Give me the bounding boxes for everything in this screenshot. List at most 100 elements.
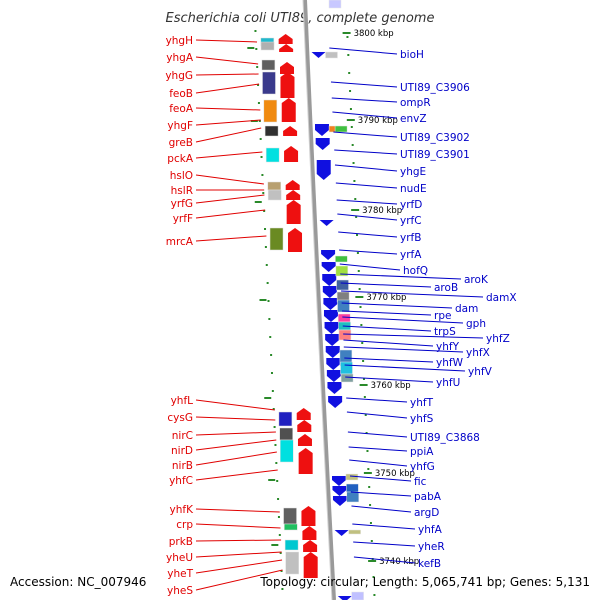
reverse-gene-arrow xyxy=(280,72,295,98)
track-dot xyxy=(362,360,365,362)
forward-gene-arrow xyxy=(332,476,347,486)
leader-line xyxy=(348,446,408,452)
gene-features xyxy=(260,0,364,600)
forward-gene-arrow xyxy=(328,396,343,408)
gene-label-hslR: hslR xyxy=(171,185,193,197)
right-gene-labels: bioHUTI89_C3906ompRenvZUTI89_C3902UTI89_… xyxy=(400,49,517,570)
track-dot xyxy=(365,432,368,434)
forward-gene-arrow xyxy=(321,250,336,260)
gene-label-yhfT: yhfT xyxy=(410,397,434,409)
track-dot xyxy=(349,108,352,110)
reverse-gene-arrow xyxy=(303,540,318,552)
gene-label-prkB: prkB xyxy=(169,536,193,548)
track-dot xyxy=(260,156,263,158)
leader-line xyxy=(333,131,398,138)
reverse-gene-arrow xyxy=(285,180,300,190)
leader-line xyxy=(345,376,434,383)
track-dot xyxy=(370,540,373,542)
forward-gene-arrow xyxy=(325,334,340,346)
track-dot xyxy=(369,522,372,524)
forward-gene-arrow xyxy=(314,124,329,136)
forward-gene-arrow xyxy=(332,496,347,506)
gene-label-yhfL: yhfL xyxy=(171,395,194,407)
label-leaders xyxy=(195,39,484,591)
leader-line xyxy=(342,316,464,324)
gene-label-yhfG: yhfG xyxy=(410,461,435,473)
leader-line xyxy=(332,111,398,119)
track-dot xyxy=(257,84,260,86)
gene-label-yhfA: yhfA xyxy=(418,524,443,536)
cds-block xyxy=(280,439,294,463)
forward-gene-arrow xyxy=(322,274,337,286)
reverse-gene-arrow xyxy=(298,448,313,474)
gene-label-yrfC: yrfC xyxy=(400,215,422,227)
leader-line xyxy=(334,164,398,172)
gene-label-crp: crp xyxy=(176,519,193,531)
gene-label-dam: dam xyxy=(455,303,478,315)
leader-line xyxy=(349,459,408,467)
track-dot xyxy=(353,180,356,182)
leader-line xyxy=(338,231,398,238)
gene-label-yrfG: yrfG xyxy=(171,198,193,210)
track-dot xyxy=(261,174,264,176)
gene-label-pabA: pabA xyxy=(414,491,442,503)
gene-label-yhfK: yhfK xyxy=(170,504,195,516)
track-dot xyxy=(350,126,353,128)
track-dot xyxy=(272,408,275,410)
cds-block xyxy=(278,411,293,427)
gene-label-rpe: rpe xyxy=(434,310,451,322)
gene-label-nirD: nirD xyxy=(171,445,193,457)
gene-label-hslO: hslO xyxy=(170,170,193,182)
cds-block xyxy=(340,373,354,383)
gene-label-feoA: feoA xyxy=(169,103,194,115)
gene-label-yhgH: yhgH xyxy=(166,35,193,47)
gene-label-yhfX: yhfX xyxy=(466,347,490,359)
forward-gene-arrow xyxy=(322,286,337,298)
cds-block xyxy=(351,591,364,600)
leader-line xyxy=(195,399,275,411)
gene-label-yrfA: yrfA xyxy=(400,249,422,261)
track-dot xyxy=(368,486,371,488)
track-dot xyxy=(262,192,265,194)
scale-tick-label: 3760 kbp xyxy=(371,381,411,391)
gene-label-yheT: yheT xyxy=(167,568,193,580)
cds-block xyxy=(279,427,293,441)
leader-line xyxy=(342,325,432,332)
track-dot xyxy=(355,216,358,218)
leader-line xyxy=(195,559,283,574)
track-dot xyxy=(263,210,266,212)
leader-line xyxy=(195,174,264,185)
track-dot xyxy=(372,576,375,578)
leader-line xyxy=(195,551,282,558)
forward-gene-arrow xyxy=(337,596,352,600)
scale-tick-label: 3790 kbp xyxy=(358,116,398,126)
leader-line xyxy=(341,302,453,309)
gene-label-aroB: aroB xyxy=(434,282,458,294)
forward-gene-arrow xyxy=(327,382,342,394)
cds-block xyxy=(261,59,276,71)
reverse-gene-arrow xyxy=(286,200,301,224)
scale-tick-label: 3800 kbp xyxy=(354,29,394,39)
forward-gene-arrow xyxy=(316,160,331,180)
gene-label-nirB: nirB xyxy=(172,460,193,472)
track-dot xyxy=(279,552,282,554)
leader-line xyxy=(195,235,267,242)
leader-line xyxy=(195,73,259,76)
track-dot xyxy=(351,144,354,146)
gene-label-yhfV: yhfV xyxy=(468,366,493,378)
leader-line xyxy=(343,339,434,347)
cds-block xyxy=(263,99,278,123)
track-dot xyxy=(264,246,267,248)
map-title: Escherichia coli UTI89, complete genome xyxy=(166,11,435,26)
cds-block xyxy=(264,125,279,137)
leader-line xyxy=(350,491,412,497)
track-dot xyxy=(256,66,259,68)
track-dot xyxy=(363,396,366,398)
track-dot xyxy=(356,252,359,254)
leader-line xyxy=(195,523,281,529)
cds-block xyxy=(337,313,351,323)
track-dot xyxy=(273,426,276,428)
leader-line xyxy=(195,469,278,481)
leader-line xyxy=(347,431,408,438)
